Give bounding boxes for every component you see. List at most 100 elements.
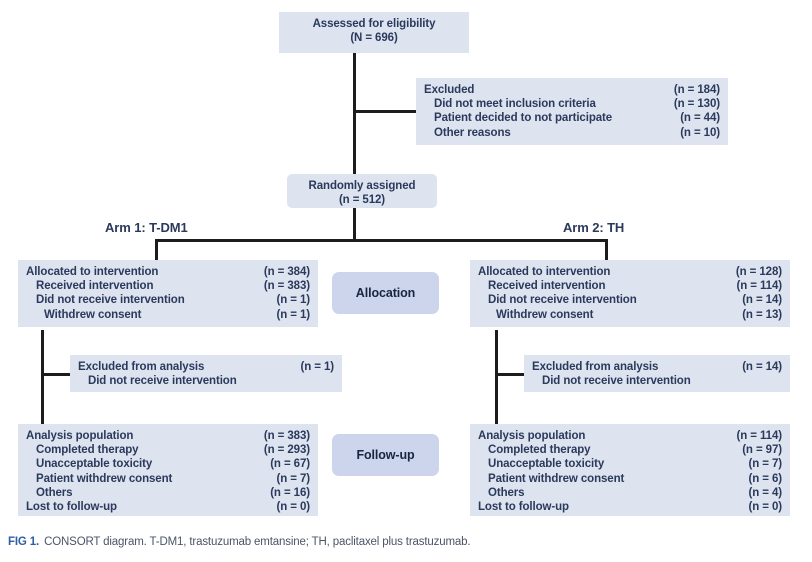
node-row: Analysis population (n = 383) (26, 429, 310, 443)
node-row-label: Excluded from analysis (532, 361, 659, 373)
figure-caption-text: CONSORT diagram. T-DM1, trastuzumab emta… (44, 536, 471, 548)
node-row: Withdrew consent (n = 13) (478, 308, 782, 322)
node-row-label: Did not receive intervention (488, 294, 637, 307)
node-row-count: (n = 10) (680, 126, 720, 139)
node-row: Completed therapy (n = 97) (478, 443, 782, 457)
node-row: Received intervention (n = 114) (478, 279, 782, 293)
node-row: Withdrew consent(n = 1) (26, 308, 310, 322)
node-row: Excluded from analysis (n = 14) (532, 360, 782, 374)
node-row-label: Excluded (424, 84, 475, 96)
node-row-count: (n = 44) (680, 112, 720, 125)
node-arm2-allocation: Allocated to intervention(n = 128)Receiv… (470, 260, 790, 327)
node-row-label: Patient decided to not participate (434, 112, 613, 125)
node-assessed-for-eligibility: Assessed for eligibility (N = 696) (279, 12, 469, 53)
node-row-label: Patient withdrew consent (488, 472, 625, 485)
node-row: Did not receive intervention (78, 374, 334, 388)
connector-arm2-spine (495, 330, 498, 428)
node-row-label: Received intervention (488, 280, 606, 293)
node-row-count: (n = 1) (300, 361, 335, 373)
node-row: Excluded(n = 184) (424, 83, 720, 97)
node-row: Other reasons (n = 10) (424, 126, 720, 140)
node-row-label: Did not receive intervention (542, 375, 691, 388)
node-row-label: Did not receive intervention (36, 294, 185, 307)
node-row-label: Analysis population (26, 430, 134, 442)
node-row-label: Completed therapy (488, 444, 591, 457)
node-row-count: (n = 0) (276, 501, 311, 514)
node-row: Completed therapy (n = 293) (26, 443, 310, 457)
node-row: Patient withdrew consent (n = 7) (26, 472, 310, 486)
node-row-count: (n = 97) (742, 444, 782, 457)
node-row-label: Withdrew consent (44, 308, 142, 321)
node-row: Lost to follow-up (n = 0) (478, 500, 782, 514)
node-row: Unacceptable toxicity (n = 67) (26, 457, 310, 471)
connector-assessed-to-random (353, 52, 356, 174)
node-row: Patient decided to not participate (n = 4… (424, 111, 720, 125)
node-row-count: (n = 6) (748, 472, 783, 485)
assessed-line-1: Assessed for eligibility (312, 18, 436, 30)
node-row-count: (n = 1) (276, 294, 311, 307)
node-row-count: (n = 67) (270, 458, 310, 471)
stage-label-allocation: Allocation (332, 272, 439, 314)
node-excluded: Excluded(n = 184)Did not meet inclusion … (416, 78, 728, 145)
node-row: Allocated to intervention (n = 128) (478, 265, 782, 279)
node-row-count: (n = 7) (748, 458, 783, 471)
node-row-count: (n = 293) (263, 444, 310, 457)
node-row: Excluded from analysis (n = 1) (78, 360, 334, 374)
node-row-label: Unacceptable toxicity (36, 458, 153, 471)
node-row-count: (n = 14) (742, 294, 782, 307)
node-arm2-analysis-population: Analysis population(n = 114)Completed th… (470, 424, 790, 516)
node-row-count: (n = 4) (748, 486, 783, 499)
followup-label-text: Follow-up (356, 448, 415, 462)
node-row-count: (n = 13) (742, 308, 782, 321)
connector-split-to-arm2 (605, 239, 608, 260)
node-arm2-excluded-from-analysis: Excluded from analysis (n = 14) Did not re… (524, 355, 790, 392)
node-row-label: Withdrew consent (496, 308, 594, 321)
node-row: Did not receive intervention (n = 1) (26, 293, 310, 307)
node-row: Unacceptable toxicity (n = 7) (478, 457, 782, 471)
node-row-count: (n = 14) (742, 361, 782, 373)
node-row-label: Lost to follow-up (478, 501, 569, 514)
node-row-label: Patient withdrew consent (36, 472, 173, 485)
node-row: Did not meet inclusion criteria (n = 130) (424, 97, 720, 111)
node-row-label: Others (36, 486, 73, 499)
node-row-label: Did not meet inclusion criteria (434, 98, 596, 111)
node-row-label: Excluded from analysis (78, 361, 205, 373)
node-row-count: (n = 383) (263, 430, 310, 442)
node-arm1-excluded-from-analysis: Excluded from analysis (n = 1) Did not rec… (70, 355, 342, 392)
node-row: Did not receive intervention (532, 374, 782, 388)
node-row: Allocated to intervention(n = 384) (26, 265, 310, 279)
figure-caption: FIG 1. CONSORT diagram. T-DM1, trastuzuma… (8, 536, 808, 548)
node-row-count: (n = 383) (263, 280, 310, 293)
node-row: Received intervention(n = 383) (26, 279, 310, 293)
node-row-label: Unacceptable toxicity (488, 458, 605, 471)
node-row-label: Other reasons (434, 126, 511, 139)
figure-number: FIG 1. (8, 536, 40, 548)
stage-label-followup: Follow-up (332, 434, 439, 476)
connector-arm1-spine (41, 330, 44, 428)
node-row-label: Completed therapy (36, 444, 139, 457)
node-row-count: (n = 7) (276, 472, 311, 485)
node-row-count: (n = 114) (736, 280, 783, 293)
connector-arm1-to-excluded (41, 373, 71, 376)
randomized-line-1: Randomly assigned (308, 180, 416, 192)
node-row-count: (n = 16) (270, 486, 310, 499)
connector-to-excluded (353, 110, 416, 113)
node-row: Lost to follow-up (n = 0) (26, 500, 310, 514)
node-row-count: (n = 0) (748, 501, 783, 514)
node-row-label: Lost to follow-up (26, 501, 117, 514)
node-row-count: (n = 384) (263, 266, 310, 278)
node-arm1-allocation: Allocated to intervention(n = 384)Receiv… (18, 260, 318, 327)
node-row-label: Allocated to intervention (478, 266, 611, 278)
arm2-title: Arm 2: TH (563, 220, 625, 235)
node-row-count: (n = 130) (673, 98, 720, 111)
connector-arm-split (155, 239, 608, 242)
node-row: Did not receive intervention (n = 14) (478, 293, 782, 307)
allocation-label-text: Allocation (355, 286, 416, 300)
node-row-label: Others (488, 486, 525, 499)
connector-split-to-arm1 (155, 239, 158, 260)
connector-random-to-split (353, 207, 356, 242)
node-row-label: Did not receive intervention (88, 375, 237, 388)
node-arm1-analysis-population: Analysis population(n = 383)Completed th… (18, 424, 318, 516)
node-row-count: (n = 128) (735, 266, 782, 278)
node-row: Analysis population(n = 114) (478, 429, 782, 443)
